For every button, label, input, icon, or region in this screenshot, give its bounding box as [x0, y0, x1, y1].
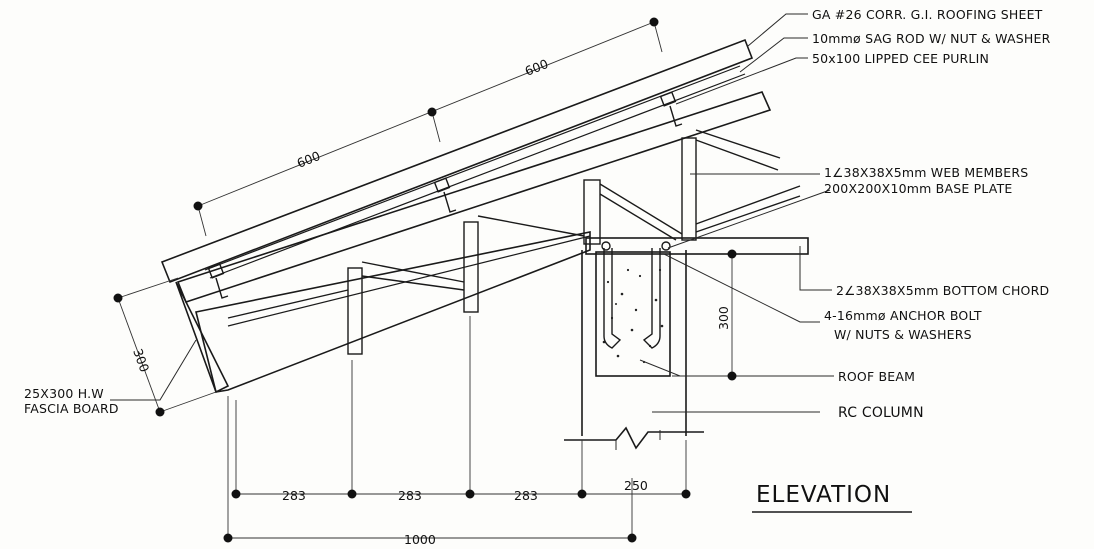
roof-sheet [160, 38, 754, 284]
roof-beam [595, 251, 671, 377]
leader-lines [110, 13, 834, 413]
label-web-members: 1∠38X38X5mm WEB MEMBERS [824, 165, 1028, 180]
top-chord [176, 91, 772, 303]
label-anchor-bolt-line2: W/ NUTS & WASHERS [834, 327, 972, 342]
label-fascia-line1: 25X300 H.W [24, 386, 104, 401]
dim-bay-1: 283 [282, 488, 306, 503]
dim-beam-depth: 300 [716, 306, 731, 330]
truss-diagonals [227, 129, 801, 319]
anchor-bolts [601, 241, 671, 349]
dim-bay-3: 283 [514, 488, 538, 503]
dim-bay-2: 283 [398, 488, 422, 503]
dim-lines-horizontal [227, 316, 687, 540]
drawing-title: ELEVATION [756, 482, 891, 508]
purlin-lines [204, 65, 746, 279]
dim-purlin-spacing-lower: 600 [295, 148, 323, 171]
dim-purlin-spacing-upper: 600 [523, 56, 551, 79]
fascia-board [175, 281, 230, 394]
dim-overhang: 1000 [404, 532, 436, 547]
label-roof-beam: ROOF BEAM [838, 369, 915, 384]
label-base-plate: 200X200X10mm BASE PLATE [824, 181, 1013, 196]
bottom-chord-sloped [195, 231, 591, 393]
label-anchor-bolt-line1: 4-16mmø ANCHOR BOLT [824, 308, 982, 323]
label-bottom-chord: 2∠38X38X5mm BOTTOM CHORD [836, 283, 1049, 298]
purlins [207, 91, 683, 299]
label-fascia-line2: FASCIA BOARD [24, 401, 119, 416]
dim-lines-rafter [117, 21, 663, 413]
truss-verticals [347, 137, 697, 355]
label-purlin: 50x100 LIPPED CEE PURLIN [812, 51, 989, 66]
label-sag-rod: 10mmø SAG ROD W/ NUT & WASHER [812, 31, 1051, 46]
label-roofing-sheet: GA #26 CORR. G.I. ROOFING SHEET [812, 7, 1043, 22]
rc-column [564, 250, 704, 450]
dimension-dots [113, 17, 737, 543]
dim-fascia-height: 300 [130, 347, 152, 375]
dim-column-width: 250 [624, 478, 648, 493]
label-rc-column: RC COLUMN [838, 405, 924, 421]
